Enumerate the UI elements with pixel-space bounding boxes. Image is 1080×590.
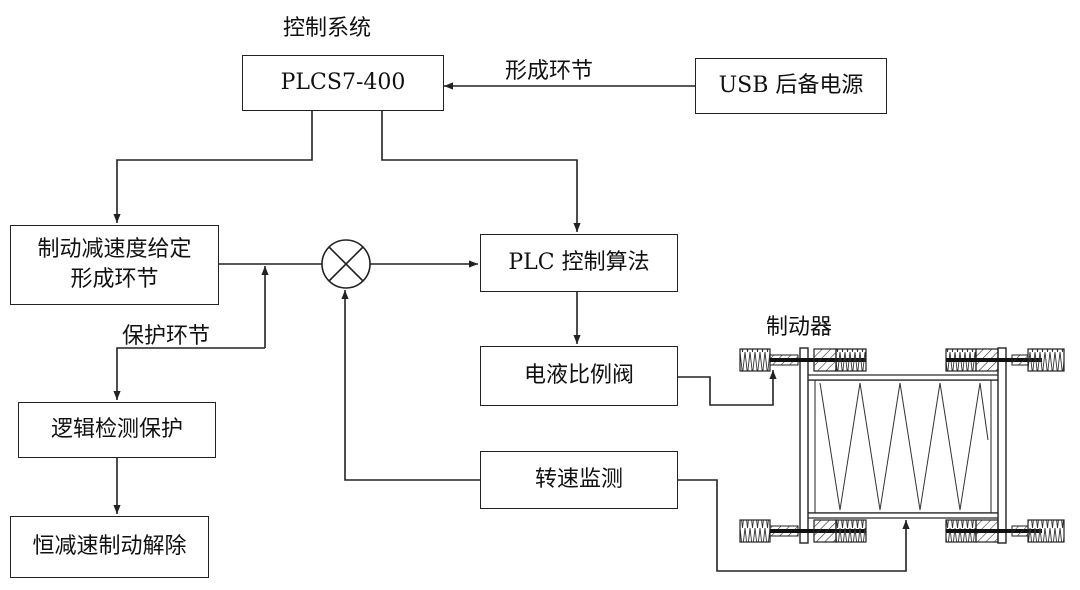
forming-link-label: 形成环节 (505, 59, 594, 84)
plc-box-label: PLCS7-400 (280, 70, 406, 96)
plc-algorithm-box: PLC 控制算法 (480, 234, 678, 292)
brake-label: 制动器 (766, 315, 833, 340)
usb-power-box-label: USB 后备电源 (718, 73, 864, 99)
connectors (113, 82, 910, 572)
decel-setpoint-line2: 形成环节 (70, 267, 159, 292)
plc-algorithm-box-label: PLC 控制算法 (508, 250, 650, 276)
summing-junction (321, 239, 371, 289)
logic-protection-box: 逻辑检测保护 (18, 402, 216, 458)
speed-monitor-box-label: 转速监测 (534, 467, 623, 493)
arrow-protection-to-logic (113, 347, 265, 400)
control-system-label: 控制系统 (283, 16, 372, 41)
arrow-valve-to-brake (678, 370, 777, 406)
protection-link-label: 保护环节 (122, 324, 211, 349)
arrow-plc-to-decel (113, 111, 313, 223)
decel-setpoint-line1: 制动减速度给定 (37, 237, 192, 263)
speed-monitor-box: 转速监测 (480, 451, 678, 509)
arrow-plc-to-algo (381, 111, 581, 232)
arrow-brake-to-speed (678, 479, 910, 572)
decel-release-box-label: 恒减速制动解除 (32, 534, 187, 560)
decel-release-box: 恒减速制动解除 (10, 516, 209, 578)
plc-box: PLCS7-400 (242, 55, 444, 111)
usb-power-box: USB 后备电源 (695, 58, 887, 114)
proportional-valve-box-label: 电液比例阀 (523, 363, 634, 389)
brake-drawing (739, 347, 1065, 544)
proportional-valve-box: 电液比例阀 (480, 346, 678, 406)
logic-protection-box-label: 逻辑检测保护 (50, 417, 183, 443)
arrow-speed-to-sum (341, 290, 480, 481)
decel-setpoint-box: 制动减速度给定 形成环节 (10, 225, 219, 305)
